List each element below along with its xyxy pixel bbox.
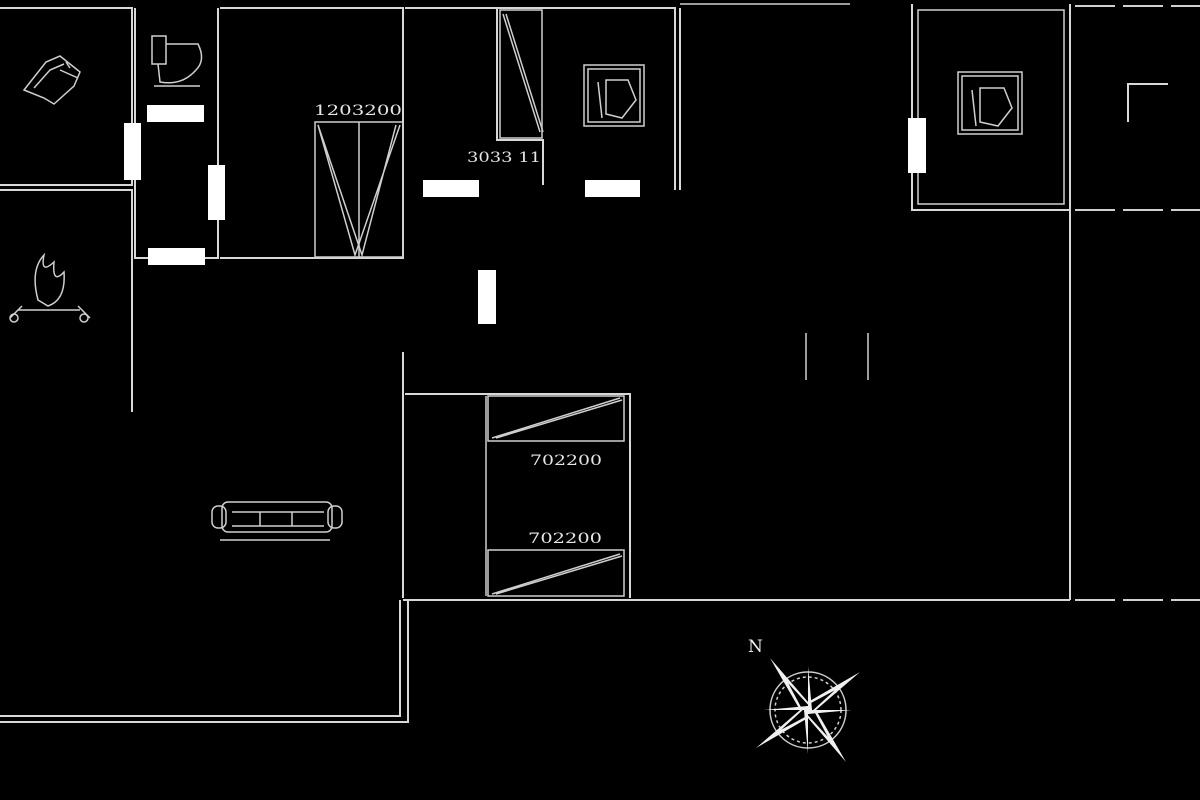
dim-wardrobe-lower: 702200 [528, 531, 602, 547]
door-central-right [585, 180, 640, 197]
corner-mark [1127, 83, 1168, 122]
door-left-room [124, 123, 141, 180]
narrow-cabinet [499, 9, 544, 139]
wall-upper-central [405, 7, 676, 190]
dim-side-cabinet: 3033 11 [467, 150, 541, 166]
door-toilet-side [208, 165, 225, 220]
wardrobe-upper [487, 395, 625, 442]
door-hall [478, 270, 496, 324]
fixtures [9, 35, 1168, 541]
door-toilet-top [147, 105, 204, 122]
sink-icon-right [957, 71, 1023, 135]
wall-bottom-outer [0, 600, 409, 723]
wall-left-room [0, 7, 133, 186]
wall-cabinet-room [220, 7, 404, 259]
sink-icon-central [583, 64, 645, 127]
cabinets [314, 9, 625, 597]
toilet-icon [151, 35, 203, 87]
wall-toilet-room [134, 8, 219, 259]
wall-dashed-right [1075, 5, 1200, 601]
wardrobe-lower [487, 549, 625, 597]
door-central-left [423, 180, 479, 197]
bathtub-icon [22, 55, 81, 105]
doors [124, 105, 926, 324]
sofa-icon [211, 501, 343, 541]
dim-wardrobe-upper: 702200 [530, 453, 602, 469]
wall-narrow-cabinet [496, 8, 544, 185]
wall-living-divider [0, 189, 133, 412]
wall-right-bath [911, 4, 1071, 211]
fireplace-icon [9, 252, 91, 323]
door-toilet-bottom [148, 248, 205, 265]
compass-icon [756, 658, 860, 762]
dim-top-cabinet: 1203200 [314, 103, 402, 119]
wall-right-bath-inner [917, 9, 1065, 205]
walls [0, 3, 1200, 723]
center-marks [805, 333, 869, 380]
compass-north-label: N [748, 637, 763, 657]
door-right-bath [908, 118, 926, 173]
wall-wardrobe-room [402, 352, 631, 598]
dimension-labels: 1203200 3033 11 702200 702200 [314, 103, 602, 547]
tall-cabinet [314, 121, 404, 258]
